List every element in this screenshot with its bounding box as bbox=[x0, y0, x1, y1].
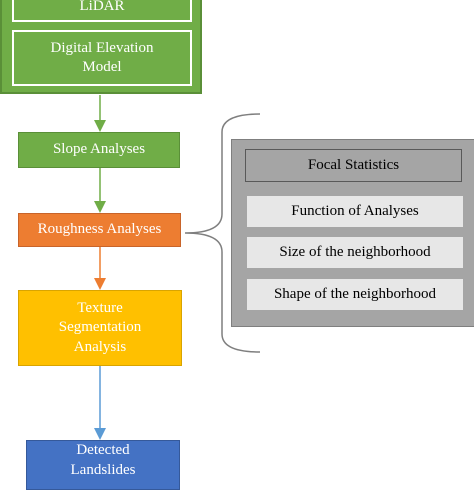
dem-label: Digital Elevation Model bbox=[50, 39, 154, 76]
neighborhood-shape-label: Shape of the neighborhood bbox=[273, 285, 437, 302]
function-of-analyses-label: Function of Analyses bbox=[291, 202, 419, 219]
roughness-label: Roughness Analyses bbox=[37, 221, 162, 238]
focal-statistics-panel: Focal Statistics Function of Analyses Si… bbox=[231, 139, 474, 327]
function-of-analyses-item: Function of Analyses bbox=[247, 196, 463, 227]
focal-statistics-title: Focal Statistics bbox=[245, 149, 462, 182]
curly-brace bbox=[184, 113, 261, 353]
neighborhood-size-item: Size of the neighborhood bbox=[247, 237, 463, 268]
detected-landslides-box: Detected Landslides bbox=[26, 440, 180, 490]
focal-statistics-label: Focal Statistics bbox=[307, 156, 400, 173]
texture-segmentation-box: Texture Segmentation Analysis bbox=[18, 290, 182, 366]
lidar-box: LiDAR bbox=[12, 0, 192, 22]
lidar-label: LiDAR bbox=[79, 0, 125, 15]
texture-label: Texture Segmentation Analysis bbox=[58, 299, 142, 355]
slope-analyses-box: Slope Analyses bbox=[18, 132, 180, 168]
neighborhood-shape-item: Shape of the neighborhood bbox=[247, 279, 463, 310]
slope-label: Slope Analyses bbox=[52, 141, 146, 158]
neighborhood-size-label: Size of the neighborhood bbox=[279, 243, 431, 260]
roughness-analyses-box: Roughness Analyses bbox=[18, 213, 181, 247]
dem-box: Digital Elevation Model bbox=[12, 30, 192, 86]
detected-label: Detected Landslides bbox=[70, 442, 136, 478]
input-data-group: LiDAR Digital Elevation Model bbox=[0, 0, 202, 94]
connector-layer bbox=[94, 95, 261, 440]
